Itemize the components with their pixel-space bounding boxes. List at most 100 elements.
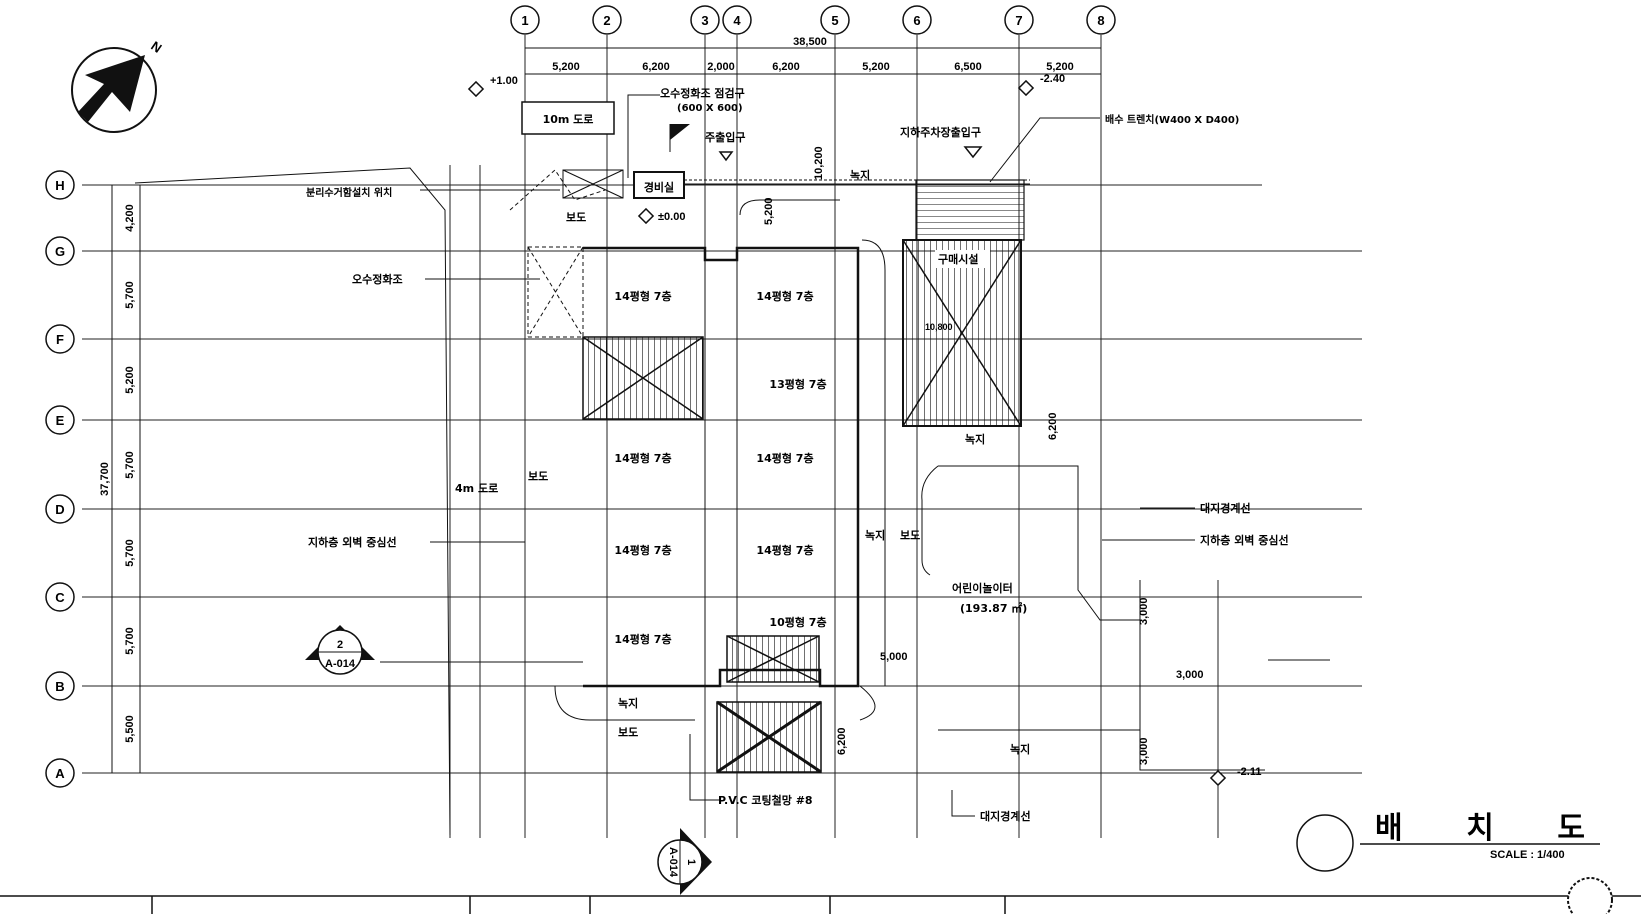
section-1-ref: A-014 xyxy=(667,847,679,878)
column-grid-labels: 1 2 3 4 5 6 7 8 xyxy=(521,13,1104,28)
septic-size-label: (600 X 600) xyxy=(677,103,743,114)
sidewalk-label: 보도 xyxy=(566,211,586,224)
unit-label: 14평형 7층 xyxy=(756,543,813,557)
dim-5000: 5,000 xyxy=(880,651,908,663)
grid-col-5: 5 xyxy=(831,13,838,28)
dim-5200-vertical: 5,200 xyxy=(763,197,775,225)
section-2-number: 2 xyxy=(337,639,343,651)
dim-total-width: 38,500 xyxy=(793,36,827,48)
dim-row-e-d: 5,700 xyxy=(124,451,136,479)
section-marker-2: 2 A-014 xyxy=(305,625,375,675)
main-entrance-arrow xyxy=(718,151,734,162)
dim-col-6-7: 6,500 xyxy=(954,61,982,73)
dim-3000-c: 3,000 xyxy=(1138,737,1150,765)
grid-row-h: H xyxy=(55,178,64,193)
dim-row-c-b: 5,700 xyxy=(124,627,136,655)
playground-area-label: (193.87 ㎡) xyxy=(960,601,1027,615)
grid-col-1: 1 xyxy=(521,13,528,28)
guard-room-label: 경비실 xyxy=(644,180,674,194)
dim-col-5-6: 5,200 xyxy=(862,61,890,73)
scale-label: SCALE : 1/400 xyxy=(1490,849,1565,861)
grid-row-f: F xyxy=(56,332,64,347)
unit-label: 13평형 7층 xyxy=(769,377,826,391)
site-boundary xyxy=(134,167,1265,836)
dim-3000-b: 3,000 xyxy=(1176,669,1204,681)
grid-row-e: E xyxy=(56,413,65,428)
guard-room xyxy=(633,171,685,199)
playground-label: 어린이놀이터 xyxy=(952,581,1013,595)
drawing-title: 배 치 도 xyxy=(1375,811,1585,846)
grid-col-4: 4 xyxy=(733,13,741,28)
dim-3000-a: 3,000 xyxy=(1138,597,1150,625)
vertical-grid-lines xyxy=(449,35,1219,838)
grid-row-c: C xyxy=(55,590,65,605)
dim-total-depth: 37,700 xyxy=(99,462,111,496)
dim-6200-a: 6,200 xyxy=(1047,412,1059,440)
left-dimension-texts: 37,700 4,200 5,700 5,200 5,700 5,700 5,7… xyxy=(99,204,136,743)
unit-labels: 14평형 7층 14평형 7층 13평형 7층 14평형 7층 14평형 7층 … xyxy=(614,289,826,646)
level-minus240: -2.40 xyxy=(1040,73,1065,85)
column-grid-bubbles xyxy=(510,5,1116,35)
sidewalk-label: 보도 xyxy=(528,470,548,483)
row-grid-labels: H G F E D C B A xyxy=(55,178,65,781)
roof-hatch-bottom xyxy=(726,635,820,683)
sales-facility-label: 구매시설 xyxy=(938,252,978,266)
title-bubble xyxy=(1296,814,1354,872)
dim-col-3-4: 2,000 xyxy=(707,61,735,73)
green-label: 녹지 xyxy=(618,696,638,710)
level-markers xyxy=(467,79,1227,787)
horizontal-grid-lines xyxy=(82,184,1362,774)
parking-entrance-arrow xyxy=(963,146,983,159)
dim-row-b-a: 5,500 xyxy=(124,715,136,743)
road-curves xyxy=(554,199,939,721)
left-dimension-lines xyxy=(111,185,141,773)
grid-col-7: 7 xyxy=(1015,13,1022,28)
playground-area xyxy=(938,465,1141,731)
boundary-bottom-label: 대지경계선 xyxy=(980,809,1031,823)
inner-dimension-texts: 5,200 10,200 6,200 6,200 5,000 3,000 3,0… xyxy=(763,146,1204,765)
dim-row-d-c: 5,700 xyxy=(124,539,136,567)
grid-row-d: D xyxy=(55,502,64,517)
roof-hatch-left xyxy=(582,336,704,420)
dim-col-4-5: 6,200 xyxy=(772,61,800,73)
unit-label: 14평형 7층 xyxy=(756,289,813,303)
row-grid-bubbles xyxy=(45,170,75,788)
green-label: 녹지 xyxy=(850,168,870,182)
green-label: 녹지 xyxy=(1010,742,1030,756)
dim-row-f-e: 5,200 xyxy=(124,366,136,394)
road-10m-label: 10m 도로 xyxy=(543,113,594,126)
dim-col-2-3: 6,200 xyxy=(642,61,670,73)
section-2-ref: A-014 xyxy=(325,658,356,670)
unit-label: 10평형 7층 xyxy=(769,615,826,629)
green-label: 녹지 xyxy=(865,528,885,542)
pvc-fence-label: P.V.C 코팅철망 #8 xyxy=(718,793,813,807)
dim-10200: 10,200 xyxy=(813,146,825,180)
top-dimension-lines xyxy=(525,47,1101,75)
flag-icon xyxy=(670,124,690,140)
sidewalk-label: 보도 xyxy=(618,726,638,739)
separation-tank-label: 분리수거함설치 위치 xyxy=(306,186,392,199)
level-zero: ±0.00 xyxy=(658,211,685,223)
dim-row-g-f: 5,700 xyxy=(124,281,136,309)
sales-facility xyxy=(902,179,1025,427)
basement-wall-left-label: 지하층 외벽 중심선 xyxy=(308,535,397,549)
grid-col-2: 2 xyxy=(603,13,610,28)
section-1-number: 1 xyxy=(685,859,697,865)
parking-entrance-label: 지하주차장출입구 xyxy=(900,125,981,139)
green-label: 녹지 xyxy=(965,432,985,446)
grid-row-g: G xyxy=(55,244,65,259)
dim-col-1-2: 5,200 xyxy=(552,61,580,73)
apartment-building xyxy=(583,246,860,688)
unit-label: 14평형 7층 xyxy=(756,451,813,465)
company-seal-icon xyxy=(1567,877,1613,914)
level-plus100: +1.00 xyxy=(490,75,518,87)
section-marker-1: 1 A-014 xyxy=(657,828,712,895)
basement-wall-right-label: 지하층 외벽 중심선 xyxy=(1200,533,1289,547)
dim-row-h-g: 4,200 xyxy=(124,204,136,232)
grid-col-6: 6 xyxy=(913,13,920,28)
dim-6200-b: 6,200 xyxy=(836,727,848,755)
dim-col-7-8: 5,200 xyxy=(1046,61,1074,73)
unit-label: 14평형 7층 xyxy=(614,289,671,303)
unit-label: 14평형 7층 xyxy=(614,451,671,465)
